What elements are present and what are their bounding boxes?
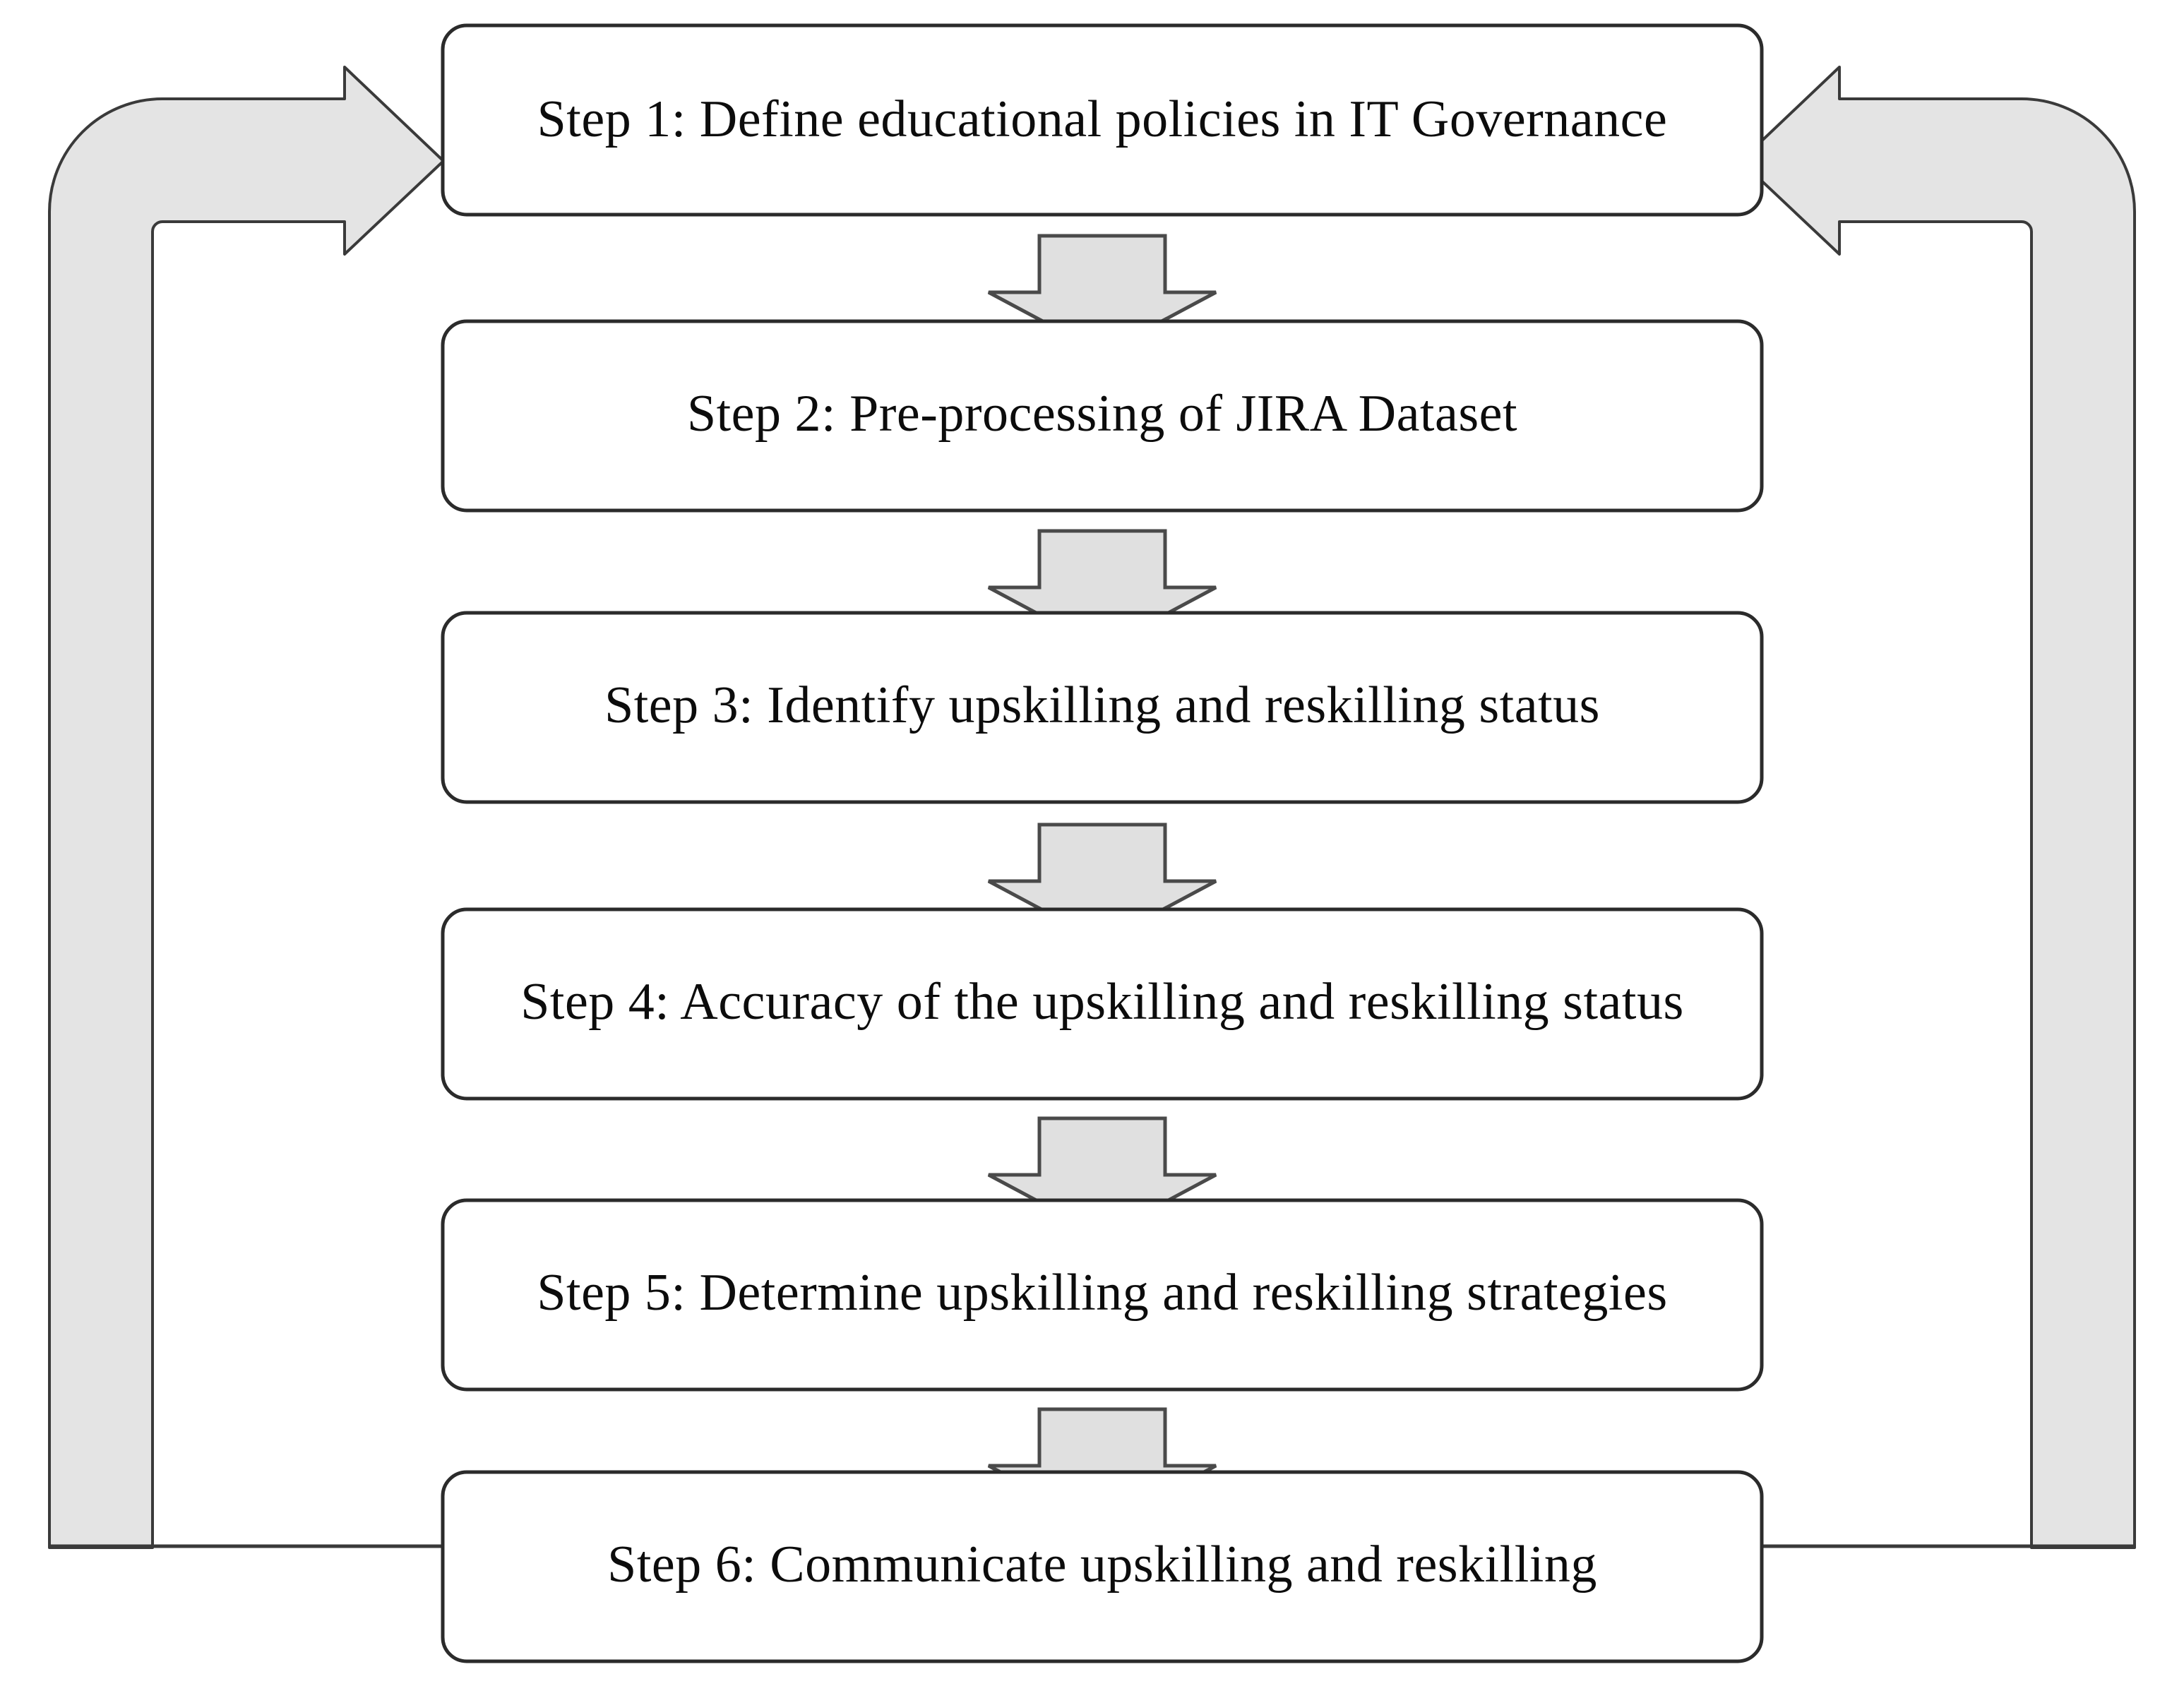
step-2-rect[interactable] [441,319,1764,513]
step-3-label: Step 3: Identify upskilling and reskilli… [604,676,1600,734]
step-1-label: Step 1: Define educational policies in I… [537,90,1668,148]
step-box-6[interactable]: Step 6: Communicate upskilling and reski… [441,1470,1764,1663]
step-box-3[interactable]: Step 3: Identify upskilling and reskilli… [441,611,1764,804]
step-box-4[interactable]: Step 4: Accuracy of the upskilling and r… [441,907,1764,1101]
step-box-2[interactable]: Step 2: Pre-processing of JIRA Dataset [441,319,1764,513]
step-box-5[interactable]: Step 5: Determine upskilling and reskill… [441,1198,1764,1392]
step-box-1[interactable]: Step 1: Define educational policies in I… [441,23,1764,217]
step-1-rect[interactable] [441,23,1764,217]
step-3-rect[interactable] [441,611,1764,804]
step-5-rect[interactable] [441,1198,1764,1392]
loop-right-band [1739,66,2136,1549]
step-4-label: Step 4: Accuracy of the upskilling and r… [520,973,1684,1031]
step-4-rect[interactable] [441,907,1764,1101]
feedback-loop-left [48,66,445,1549]
step-5-label: Step 5: Determine upskilling and reskill… [537,1264,1667,1322]
loop-left-band [48,66,445,1549]
step-6-rect[interactable] [441,1470,1764,1663]
feedback-loop-right [1739,66,2136,1549]
step-2-label: Step 2: Pre-processing of JIRA Dataset [687,385,1517,443]
step-6-label: Step 6: Communicate upskilling and reski… [607,1536,1597,1594]
